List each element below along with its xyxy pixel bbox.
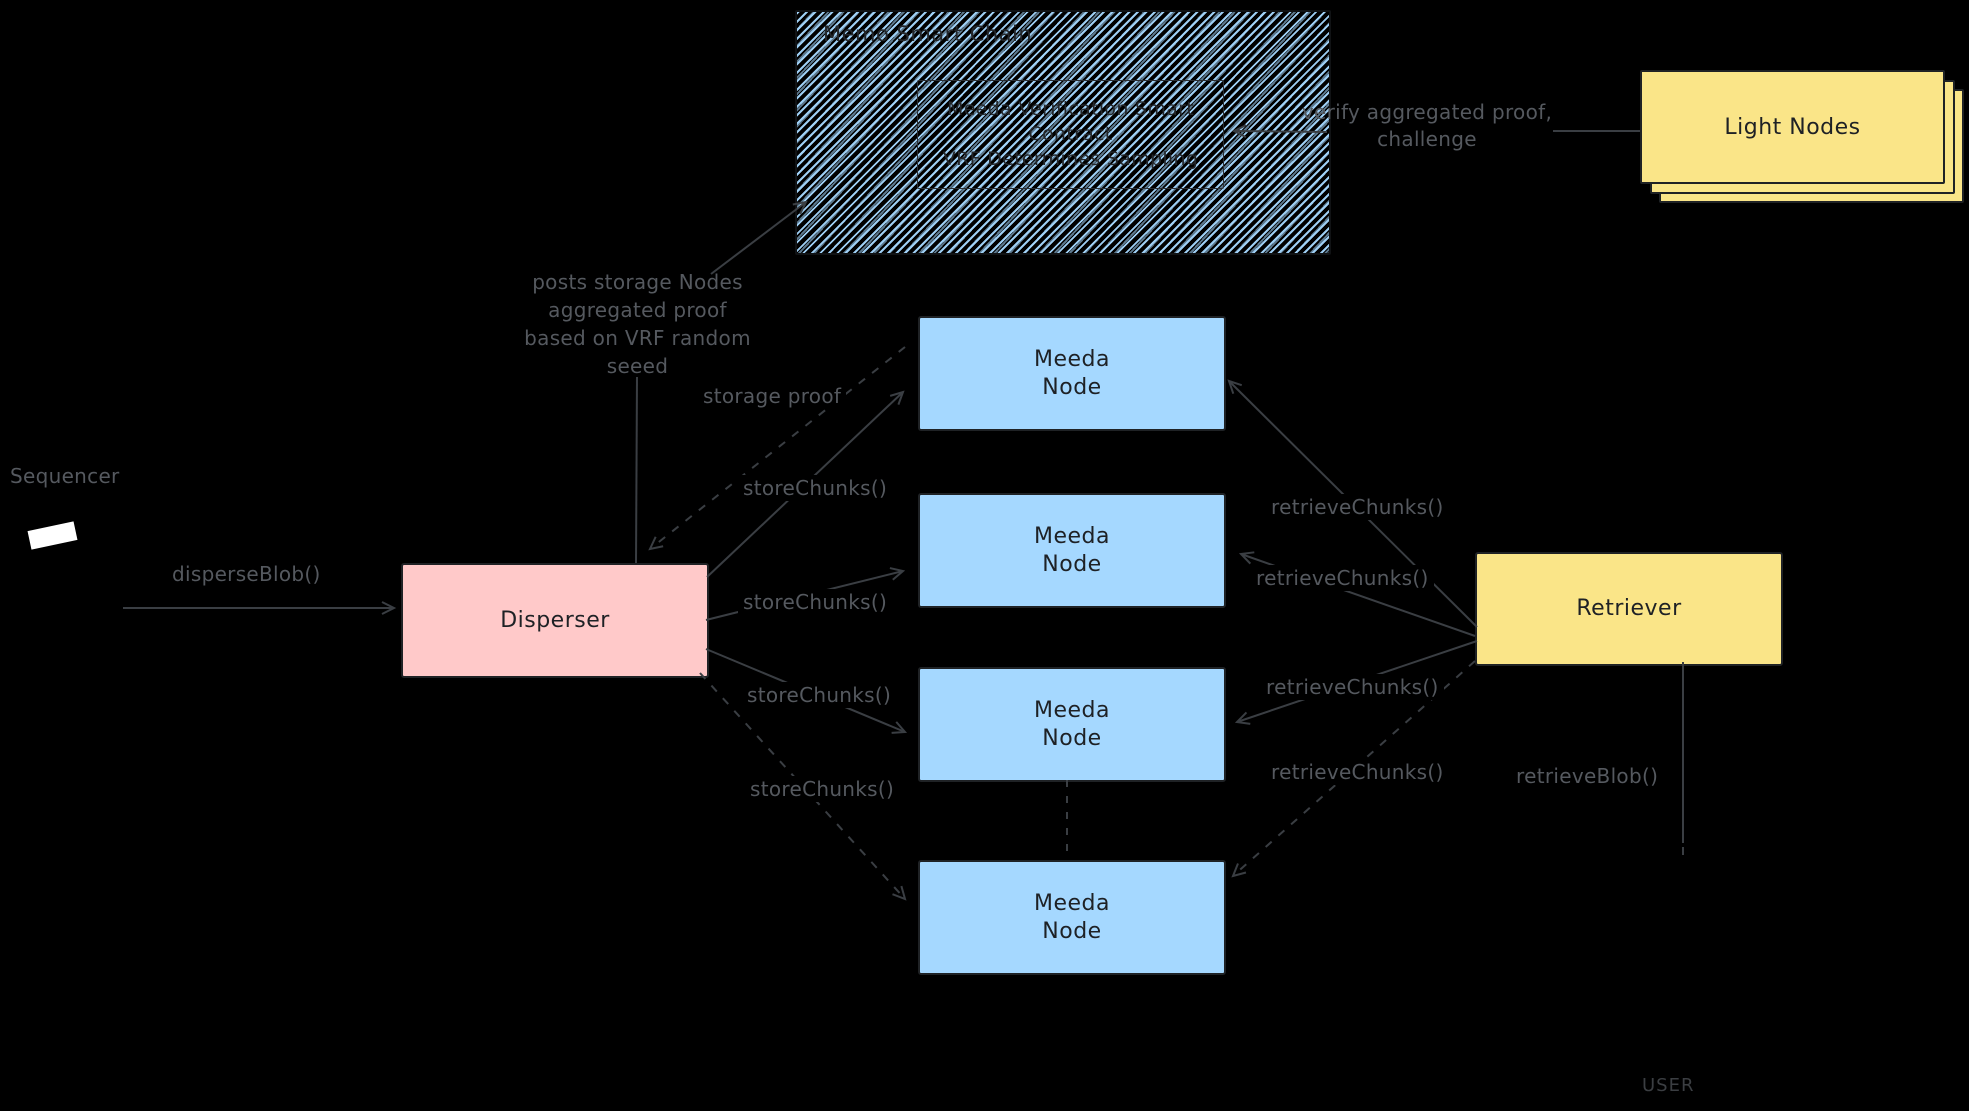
retrieve-chunks-label-4: retrieveChunks() <box>1266 759 1449 785</box>
retrieve-chunks-label-3: retrieveChunks() <box>1261 674 1444 700</box>
sequencer-label: Sequencer <box>10 464 120 488</box>
meeda-node-2-label-line2: Node <box>1042 551 1102 577</box>
retrieve-blob-label: retrieveBlob() <box>1516 764 1659 788</box>
meeda-node-1-label-line1: Meeda <box>1034 346 1110 372</box>
posts-proof-line2: aggregated proof <box>548 298 727 322</box>
contract-label-line3: VRF Determines Sampling <box>942 148 1199 170</box>
sequencer-shape <box>27 521 78 550</box>
meeda-node-4-label-line2: Node <box>1042 918 1102 944</box>
disperser-box: Disperser <box>401 563 709 678</box>
verification-contract-box: Meeda Verification Smart Contract VRF De… <box>917 80 1224 189</box>
store-chunks-label-4: storeChunks() <box>745 776 900 802</box>
retrieve-chunks-label-1: retrieveChunks() <box>1266 494 1449 520</box>
meeda-node-3: Meeda Node <box>918 667 1226 782</box>
contract-label-line2: Contract <box>1028 123 1113 145</box>
meeda-node-1: Meeda Node <box>918 316 1226 431</box>
edge-posts-proof-vertical <box>635 376 638 564</box>
disperser-label: Disperser <box>500 607 610 633</box>
memo-smart-chain-title: Memo Smart Chain <box>823 22 1033 46</box>
meeda-node-2-label-line1: Meeda <box>1034 523 1110 549</box>
posts-proof-line3: based on VRF random <box>524 326 751 350</box>
verify-proof-line1: verify aggregated proof, <box>1301 100 1553 124</box>
user-label: USER <box>1642 1075 1695 1096</box>
meeda-node-4: Meeda Node <box>918 860 1226 975</box>
verify-proof-label: verify aggregated proof, challenge <box>1298 99 1556 153</box>
memo-smart-chain-box: Memo Smart Chain Meeda Verification Smar… <box>795 10 1331 255</box>
light-nodes-box: Light Nodes <box>1640 70 1945 184</box>
posts-proof-label: posts storage Nodes aggregated proof bas… <box>505 268 770 380</box>
meeda-node-1-label-line2: Node <box>1042 374 1102 400</box>
retriever-label: Retriever <box>1576 596 1682 621</box>
meeda-node-3-label-line2: Node <box>1042 725 1102 751</box>
retriever-box: Retriever <box>1475 552 1783 666</box>
contract-label-line1: Meeda Verification Smart <box>947 98 1194 120</box>
light-nodes-label: Light Nodes <box>1724 114 1861 140</box>
meeda-node-3-label-line1: Meeda <box>1034 697 1110 723</box>
store-chunks-label-2: storeChunks() <box>738 589 893 615</box>
posts-proof-line4: seeed <box>606 354 669 378</box>
store-chunks-label-3: storeChunks() <box>742 682 897 708</box>
retrieve-chunks-label-2: retrieveChunks() <box>1251 565 1434 591</box>
meeda-node-4-label-line1: Meeda <box>1034 890 1110 916</box>
meeda-node-2: Meeda Node <box>918 493 1226 608</box>
store-chunks-label-1: storeChunks() <box>738 475 893 501</box>
storage-proof-label: storage proof <box>698 383 847 409</box>
verify-proof-line2: challenge <box>1377 127 1477 151</box>
posts-proof-line1: posts storage Nodes <box>532 270 743 294</box>
edge-posts-proof-to-chain <box>710 200 808 275</box>
disperse-blob-label: disperseBlob() <box>172 562 321 586</box>
